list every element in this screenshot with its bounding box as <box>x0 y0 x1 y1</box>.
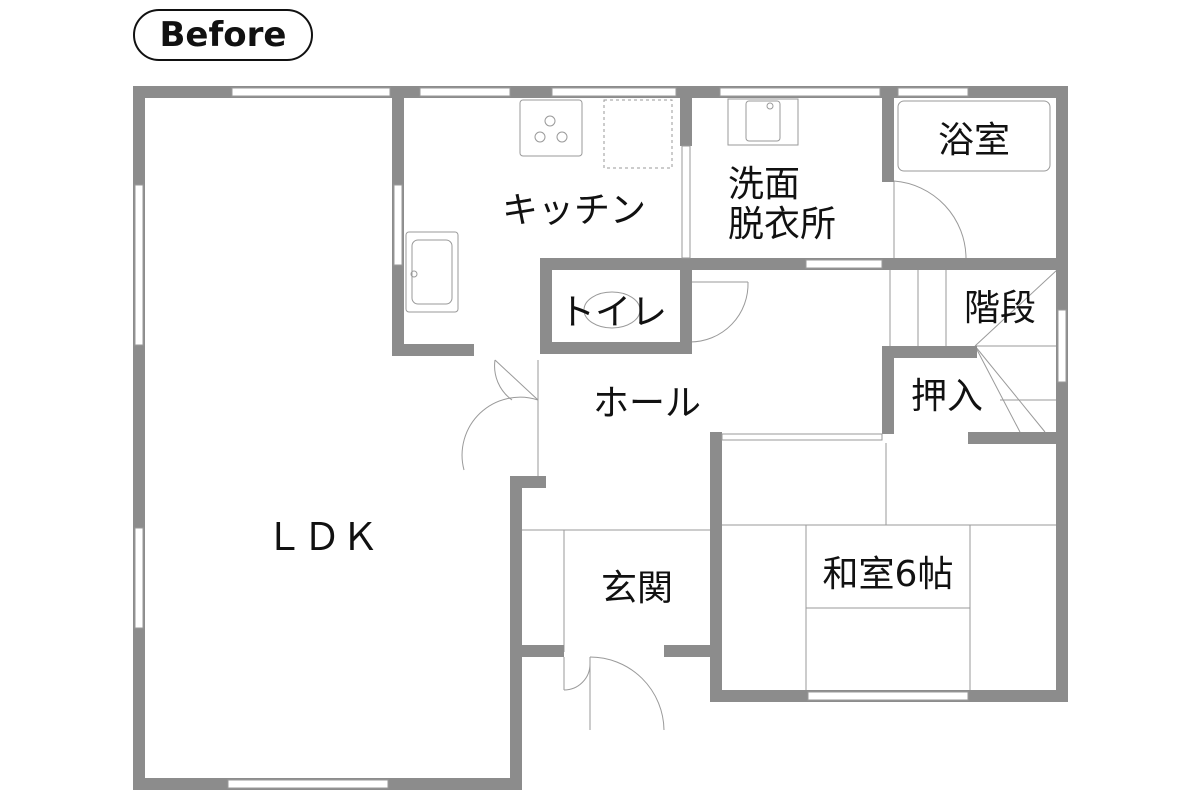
washbasin-icon <box>727 98 799 146</box>
label-toilet: トイレ <box>559 292 667 333</box>
counter-dashed <box>603 99 673 169</box>
label-closet: 押入 <box>911 376 983 417</box>
toilet-icon <box>583 291 641 329</box>
door-swings <box>461 180 967 731</box>
label-bathroom: 浴室 <box>938 120 1010 161</box>
label-washroom-line1: 洗面 <box>728 164 800 205</box>
label-entrance: 玄関 <box>601 568 673 609</box>
sink-icon <box>405 231 459 313</box>
label-hall: ホール <box>593 383 701 424</box>
label-stairs: 階段 <box>964 288 1036 329</box>
stove-icon <box>519 99 583 157</box>
windows <box>134 87 1067 789</box>
label-ldk: ＬＤＫ <box>265 515 379 559</box>
label-kitchen: キッチン <box>502 190 646 231</box>
label-japanese-room: 和室6帖 <box>823 554 954 595</box>
before-badge: Before <box>133 9 313 61</box>
label-washroom-line2: 脱衣所 <box>728 204 836 245</box>
bathtub-icon <box>897 100 1051 172</box>
